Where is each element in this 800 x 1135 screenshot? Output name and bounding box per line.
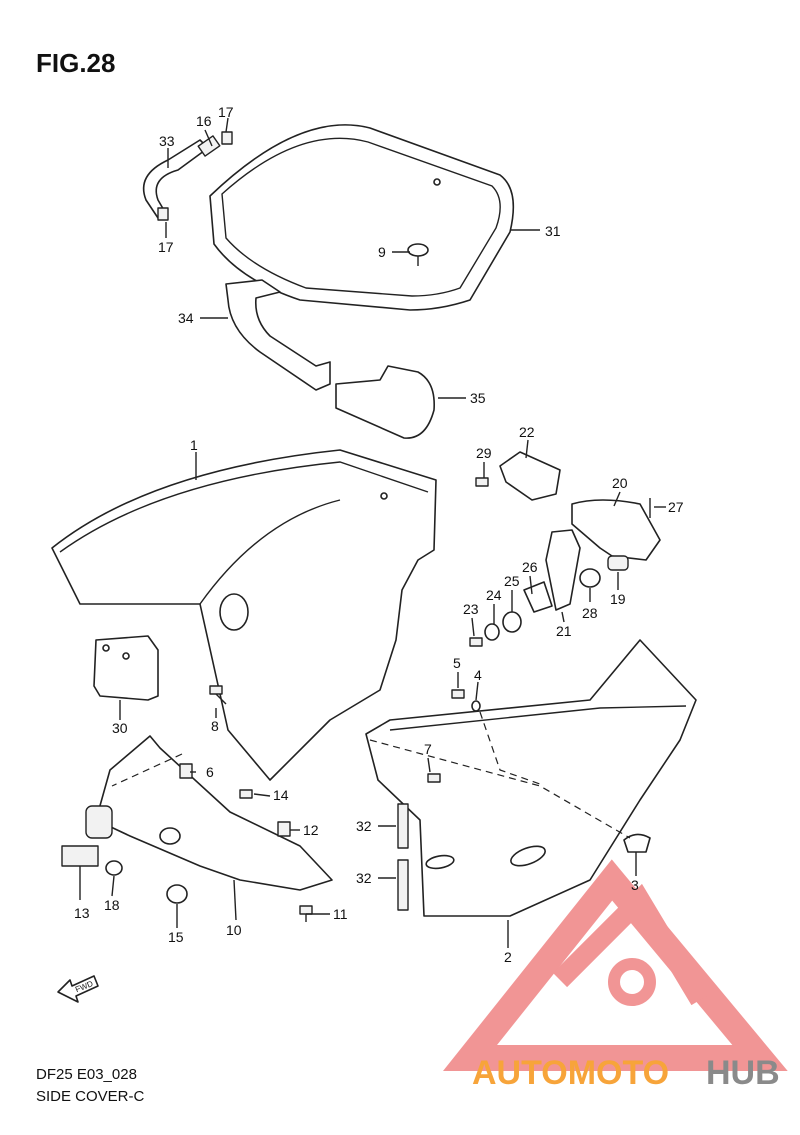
label-7: 7 [424,741,432,757]
label-10: 10 [226,922,242,938]
part-18-grommet [105,860,123,876]
label-2: 2 [504,949,512,965]
label-13: 13 [74,905,90,921]
label-8: 8 [211,718,219,734]
label-6: 6 [206,764,214,780]
label-18: 18 [104,897,120,913]
label-35: 35 [470,390,486,406]
part-32-strip [397,803,409,849]
part-26-plate [523,581,553,613]
part-15-grommet [166,884,188,904]
part-3-grommet [623,833,651,853]
part-24-washer [484,623,500,641]
watermark-part2: HUB [706,1054,780,1092]
part-32-strip [397,859,409,911]
part-23-screw [469,637,483,647]
label-14: 14 [273,787,289,803]
part-10-bracket [85,735,333,891]
watermark-logo [442,859,788,1071]
watermark-text: AUTOMOTO HUB [472,1054,780,1092]
part-33-hose [142,135,221,219]
part-20-handle [571,499,661,561]
label-12: 12 [303,822,319,838]
guide-line [369,739,631,839]
watermark-part1: AUTOMOTO [472,1054,669,1092]
part-14-bolt [239,789,253,799]
part-6-collar [179,763,193,779]
page-title: FIG.28 [36,48,116,78]
part-2-side-cover [365,639,697,917]
part-19-fitting [607,555,629,571]
part-22-latch [499,451,561,501]
label-16: 16 [196,113,212,129]
label-15: 15 [168,929,184,945]
fwd-arrow-icon: FWD [57,975,99,1003]
part-17-clamp [157,207,169,221]
label-32: 32 [356,818,372,834]
label-26: 26 [522,559,538,575]
part-21-lever [545,529,581,611]
label-34: 34 [178,310,194,326]
figure-code: DF25 E03_028 [36,1066,137,1083]
label-19: 19 [610,591,626,607]
part-9-clip [407,243,429,266]
label-32b: 32 [356,870,372,886]
label-11: 11 [333,906,348,922]
part-4-washer [471,700,481,712]
part-7-bolt [427,773,441,783]
part-13-bracket [61,845,99,867]
label-23: 23 [463,601,479,617]
part-labels: 1 2 3 4 5 6 7 8 9 10 11 12 13 14 15 16 1… [74,104,684,965]
part-25-washer [502,611,522,633]
label-25: 25 [504,573,520,589]
label-33: 33 [159,133,175,149]
guide-line [111,753,183,787]
part-28-grommet [579,568,601,588]
label-24: 24 [486,587,502,603]
label-5: 5 [453,655,461,671]
label-31: 31 [545,223,561,239]
label-20: 20 [612,475,628,491]
label-9: 9 [378,244,386,260]
part-12-collar [277,821,291,837]
label-17: 17 [218,104,234,120]
label-3: 3 [631,877,639,893]
label-21: 21 [556,623,572,639]
part-29-screw [475,477,489,487]
label-27: 27 [668,499,684,515]
leader-lines [79,117,666,948]
part-34-foam [225,279,331,391]
label-4: 4 [474,667,482,683]
guide-line [479,711,541,785]
part-1-rear-cover [51,449,437,781]
label-17b: 17 [158,239,174,255]
part-17-clamp [221,131,233,145]
part-5-screw [451,689,465,699]
label-30: 30 [112,720,128,736]
part-8-bolt [209,685,227,705]
label-29: 29 [476,445,492,461]
figure-name: SIDE COVER-C [36,1088,145,1105]
label-28: 28 [582,605,598,621]
label-1: 1 [190,437,198,453]
part-35-foam [335,365,435,439]
label-22: 22 [519,424,535,440]
part-30-pad [93,635,159,701]
